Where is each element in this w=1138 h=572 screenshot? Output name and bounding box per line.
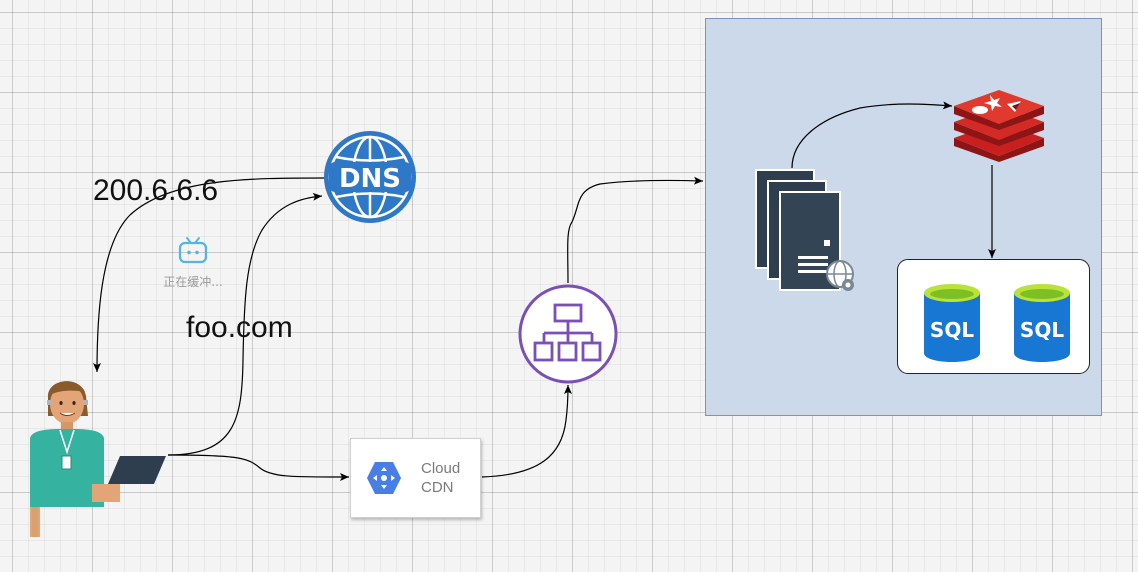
cdn-to-loadbalancer-arrow (481, 384, 572, 478)
dns-response-arrow (93, 177, 326, 373)
tablet-device-icon (108, 456, 166, 484)
sql-database-icon: SQL (924, 284, 980, 362)
redis-cache-icon (954, 90, 1044, 162)
tv-buffering-icon (178, 237, 208, 264)
dns-icon-text: DNS (339, 164, 401, 194)
cloud-cdn-icon (367, 462, 401, 494)
sql-icon-text: SQL (1020, 318, 1064, 342)
cdn-label-line2: CDN (421, 479, 454, 496)
sql-icon-text: SQL (930, 318, 974, 342)
web-server-stack-icon (755, 169, 854, 291)
servers-to-cache-arrow (791, 101, 953, 169)
dns-request-arrow (167, 192, 323, 456)
loadbalancer-to-servers-arrow (567, 176, 704, 284)
load-balancer-icon (518, 284, 618, 384)
buffering-indicator: 正在缓冲... (148, 236, 238, 290)
sql-database-icon: SQL (1014, 284, 1070, 362)
cdn-label-line1: Cloud (421, 460, 461, 477)
dns-response-label: 200.6.6.6 (93, 174, 219, 207)
domain-request-label: foo.com (186, 311, 293, 344)
dns-globe-icon: DNS (324, 131, 416, 223)
cloud-cdn-node: Cloud CDN (350, 438, 481, 518)
buffering-text: 正在缓冲... (163, 275, 223, 289)
device-to-cdn-arrow (167, 454, 350, 482)
user-person-icon (30, 381, 120, 537)
cdn-label: Cloud CDN (421, 459, 460, 497)
